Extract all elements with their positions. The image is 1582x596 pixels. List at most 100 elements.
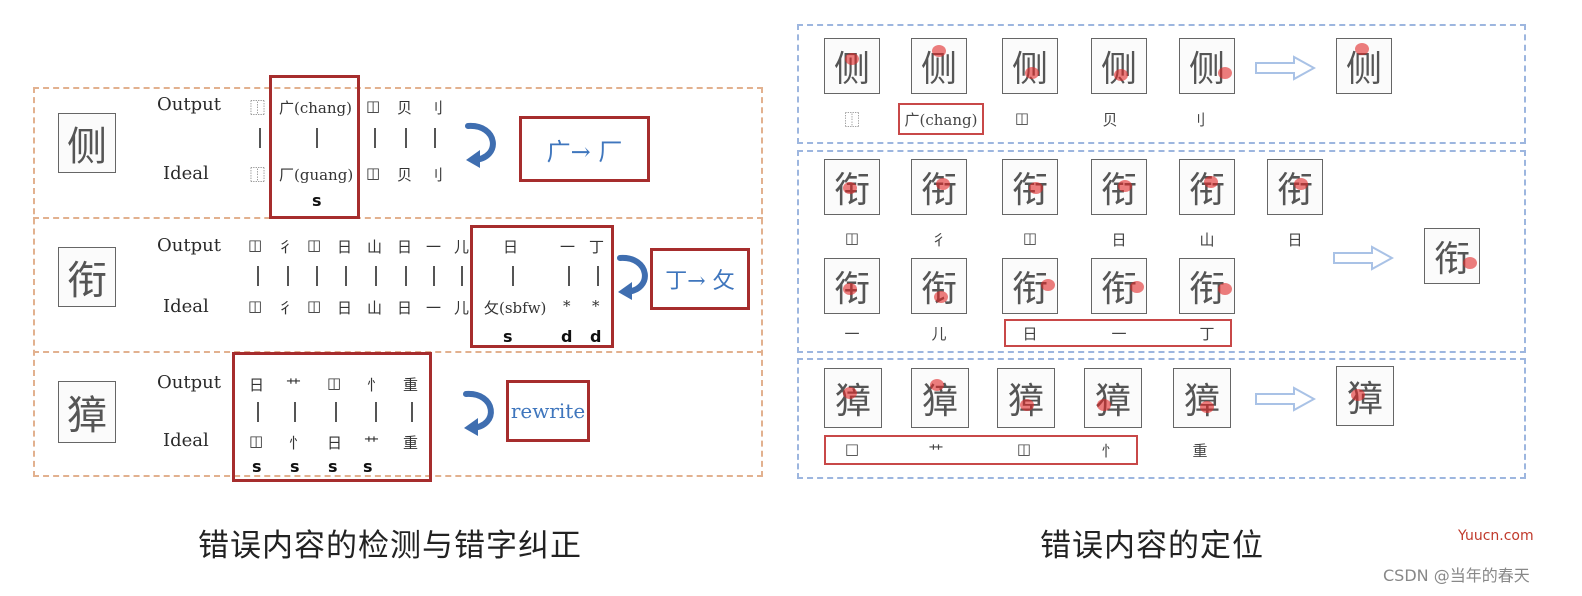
ideal-token: ◫: [307, 297, 322, 315]
alignment-bar: [316, 128, 318, 148]
component-label: ◫: [1022, 229, 1038, 247]
attention-map: 衔: [911, 258, 967, 314]
output-token: 山: [367, 238, 383, 256]
alignment-bar: [434, 128, 436, 148]
error-highlight-box: [1004, 319, 1232, 347]
character-image: 衔: [58, 247, 116, 307]
output-token: 贝: [397, 99, 413, 117]
output-token: 丁: [589, 238, 605, 256]
attention-map: 衔: [1267, 159, 1323, 215]
right-caption: 错误内容的定位: [1040, 528, 1264, 564]
attention-map: 侧: [1179, 38, 1235, 94]
attention-map: 衔: [1002, 258, 1058, 314]
result-map: 獐: [1336, 366, 1394, 426]
attention-map: 侧: [1002, 38, 1058, 94]
ideal-token: ◫: [248, 297, 263, 315]
curved-arrow-icon: [465, 122, 496, 168]
edit-op: s: [328, 457, 338, 476]
error-highlight-box: [898, 103, 984, 135]
output-token: 忄: [367, 376, 383, 394]
component-label: 一: [844, 325, 860, 343]
ideal-token: 日: [397, 299, 413, 317]
result-map: 衔: [1424, 228, 1480, 284]
ideal-token: 彳: [278, 299, 294, 317]
watermark-author: CSDN @当年的春天: [1383, 566, 1530, 585]
output-token: 儿: [454, 238, 470, 256]
output-token: 日: [249, 376, 265, 394]
curved-arrow-icon: [463, 390, 494, 436]
character-image: 侧: [58, 113, 116, 173]
ideal-token: ⺾: [364, 434, 380, 452]
output-token: 一: [560, 238, 576, 256]
ideal-token: 一: [426, 299, 442, 317]
component-label: ◫: [1016, 440, 1032, 458]
ideal-token: *: [592, 297, 600, 315]
alignment-bar: [259, 128, 261, 148]
output-token: ◫: [307, 236, 322, 254]
ideal-token: 攵(sbfw): [484, 299, 547, 317]
component-label: 广(chang): [904, 111, 978, 129]
alignment-bar: [375, 266, 377, 286]
attention-map: 衔: [1091, 258, 1147, 314]
alignment-bar: [568, 266, 570, 286]
component-label: 日: [1287, 231, 1303, 249]
error-highlight-box: [269, 75, 360, 219]
attention-map: 侧: [1091, 38, 1147, 94]
correction-box: 广→ 厂: [519, 116, 650, 182]
watermark-site: Yuucn.com: [1458, 528, 1534, 544]
output-label: Output: [157, 235, 221, 256]
alignment-bar: [374, 128, 376, 148]
alignment-bar: [411, 402, 413, 422]
edit-op: s: [503, 327, 513, 346]
attention-map: 衔: [824, 159, 880, 215]
ideal-token: 厂(guang): [279, 166, 354, 184]
component-label: 彳: [931, 231, 947, 249]
ideal-token: 重: [403, 434, 419, 452]
left-caption: 错误内容的检测与错字纠正: [198, 528, 582, 564]
output-token: 重: [403, 376, 419, 394]
output-token: 彳: [278, 238, 294, 256]
component-label: ◫: [1014, 109, 1030, 127]
ideal-label: Ideal: [163, 296, 209, 317]
component-label: 重: [1192, 442, 1208, 460]
ideal-token: 日: [337, 299, 353, 317]
curved-arrow-icon: [617, 254, 648, 300]
component-label: ⿰: [844, 111, 860, 129]
component-label: □: [844, 440, 860, 458]
attention-map: 獐: [1084, 368, 1142, 428]
output-label: Output: [157, 372, 221, 393]
edit-op: d: [561, 327, 573, 346]
ideal-token: ⿰: [250, 166, 266, 184]
right-panel-row-2: [797, 150, 1526, 353]
alignment-bar: [597, 266, 599, 286]
output-token: ◫: [327, 374, 342, 392]
attention-map: 衔: [911, 159, 967, 215]
alignment-bar: [405, 266, 407, 286]
edit-op: d: [590, 327, 602, 346]
component-label: 贝: [1102, 111, 1118, 129]
alignment-bar: [375, 402, 377, 422]
component-label: 忄: [1101, 442, 1117, 460]
output-token: 日: [503, 238, 519, 256]
component-label: 一: [1111, 325, 1127, 343]
edit-op: s: [290, 457, 300, 476]
ideal-token: 山: [367, 299, 383, 317]
edit-op: s: [252, 457, 262, 476]
ideal-label: Ideal: [163, 163, 209, 184]
error-highlight-box: [824, 435, 1138, 465]
ideal-token: 日: [327, 434, 343, 452]
output-token: ◫: [248, 236, 263, 254]
correction-box: 丁→ 攵: [650, 248, 750, 310]
ideal-token: 忄: [289, 434, 305, 452]
ideal-token: *: [563, 297, 571, 315]
attention-map: 獐: [824, 368, 882, 428]
alignment-bar: [287, 266, 289, 286]
ideal-token: 刂: [428, 166, 444, 184]
alignment-bar: [294, 402, 296, 422]
hollow-arrow-icon: [1333, 245, 1394, 271]
output-token: ◫: [366, 97, 381, 115]
error-highlight-box: [470, 225, 614, 348]
component-label: ⺾: [928, 442, 944, 460]
alignment-bar: [405, 128, 407, 148]
ideal-token: 贝: [397, 166, 413, 184]
